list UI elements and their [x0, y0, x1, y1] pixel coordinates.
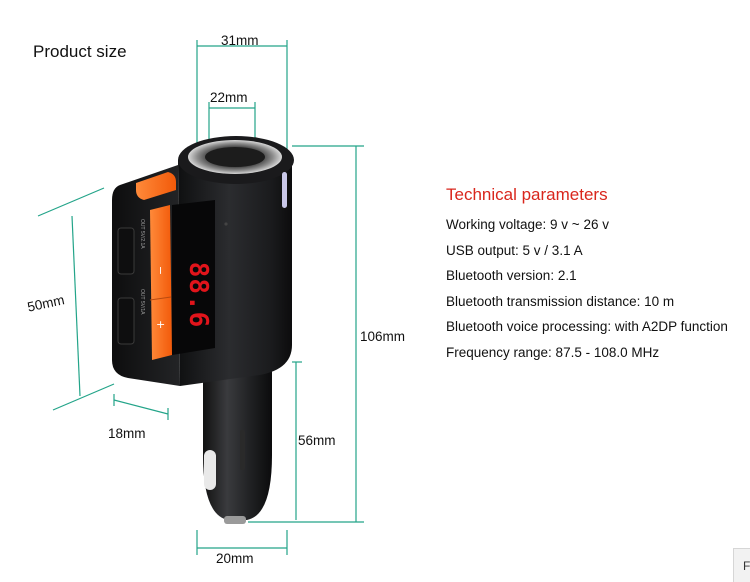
param-item: USB output: 5 v / 3.1 A — [446, 242, 583, 258]
usb-label-bottom: OUT 5V/1A — [139, 289, 145, 315]
dim-side-depth: 18mm — [108, 426, 146, 441]
dim-plug-width: 20mm — [216, 551, 254, 566]
dim-plug-length: 56mm — [298, 433, 336, 448]
display-panel — [172, 200, 228, 355]
param-item: Bluetooth voice processing: with A2DP fu… — [446, 319, 728, 334]
corner-tab[interactable]: F — [733, 548, 750, 582]
usb-label-top: OUT 5V/2.1A — [139, 219, 145, 249]
orange-controls — [136, 172, 176, 360]
param-item: Bluetooth version: 2.1 — [446, 268, 577, 283]
param-item: Bluetooth transmission distance: 10 m — [446, 293, 675, 309]
dim-socket-diameter: 22mm — [210, 90, 248, 105]
corner-tab-label: F — [743, 559, 750, 573]
frequency-display: 88.6 — [178, 258, 218, 338]
param-item: Working voltage: 9 v ~ 26 v — [446, 217, 609, 232]
minus-button: − — [154, 265, 168, 276]
tech-params-list: Working voltage: 9 v ~ 26 v USB output: … — [446, 216, 728, 369]
charger-plug — [203, 362, 272, 524]
plus-button: + — [156, 318, 166, 331]
tech-params-title: Technical parameters — [446, 185, 608, 204]
param-item: Frequency range: 87.5 - 108.0 MHz — [446, 344, 660, 360]
display-value: 88.6 — [183, 261, 213, 329]
page-title: Product size — [33, 42, 127, 61]
dim-total-height: 106mm — [360, 329, 406, 344]
usb-ports — [117, 227, 135, 345]
dimension-lines — [37, 40, 364, 555]
dim-top-width: 31mm — [221, 33, 259, 48]
socket-top — [178, 136, 294, 208]
